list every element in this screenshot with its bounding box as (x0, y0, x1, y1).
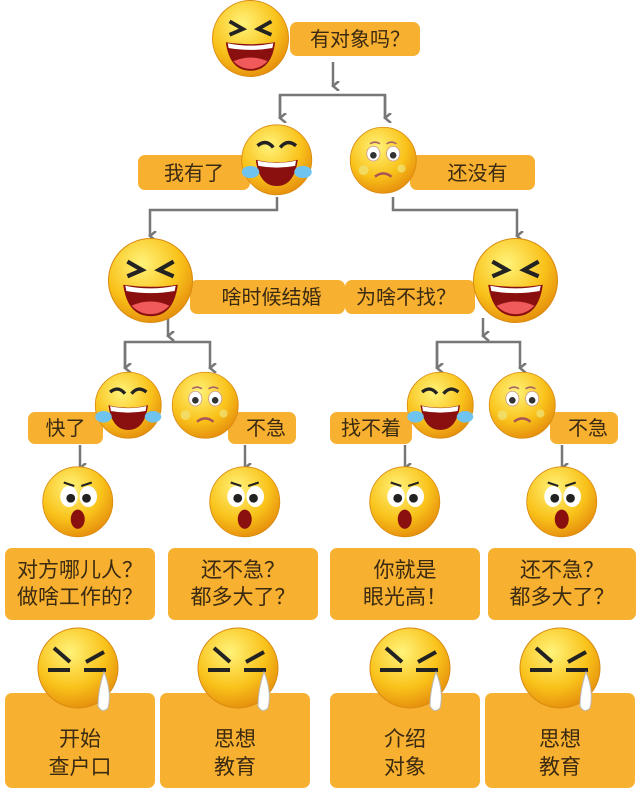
node-label: 思想 教育 (214, 727, 256, 779)
node-label: 快了 (45, 416, 86, 440)
outcome-box-2: 思想 教育 (160, 693, 310, 788)
question-box-when-marry: 啥时候结婚 (190, 280, 345, 314)
answer-box-soon: 快了 (28, 412, 103, 444)
answer-box-no-hurry-left: 不急 (228, 412, 296, 444)
response-box-4: 还不急？ 都多大了？ (488, 548, 636, 620)
node-label: 思想 教育 (539, 727, 581, 779)
node-label: 为啥不找？ (356, 285, 456, 309)
answer-box-no: 还没有 (410, 155, 535, 190)
answer-box-yes: 我有了 (138, 155, 250, 190)
node-label: 还不急？ 都多大了？ (509, 557, 615, 609)
outcome-box-3: 介绍 对象 (330, 693, 480, 788)
node-label: 有对象吗？ (310, 27, 410, 51)
node-label: 啥时候结婚 (221, 285, 322, 309)
laughing-face-icon (203, 0, 298, 90)
tears-of-joy-face-icon (233, 116, 321, 208)
laughing-face-icon (463, 228, 568, 337)
response-box-2: 还不急？ 都多大了？ (168, 548, 318, 620)
response-box-1: 对方哪儿人？ 做啥工作的？ (5, 548, 155, 620)
sweat-face-icon (28, 618, 128, 722)
sad-face-icon (342, 119, 425, 206)
outcome-box-1: 开始 查户口 (5, 693, 155, 788)
response-box-3: 你就是 眼光高！ (330, 548, 480, 620)
sweat-face-icon (360, 618, 460, 722)
node-label: 你就是 眼光高！ (363, 557, 447, 609)
question-box-has-partner: 有对象吗？ (290, 22, 420, 56)
surprised-face-icon (34, 458, 122, 550)
node-label: 我有了 (164, 160, 224, 185)
node-label: 不急 (246, 416, 286, 440)
answer-box-cant-find: 找不着 (330, 412, 412, 444)
sweat-face-icon (188, 618, 288, 722)
node-label: 还不急？ 都多大了？ (190, 557, 296, 609)
tears-of-joy-face-icon (399, 364, 482, 451)
outcome-box-4: 思想 教育 (485, 693, 635, 788)
node-label: 还没有 (447, 160, 508, 185)
tears-of-joy-face-icon (87, 364, 170, 451)
sweat-face-icon (510, 618, 610, 722)
sad-face-icon (164, 364, 247, 451)
surprised-face-icon (361, 458, 449, 550)
node-label: 找不着 (341, 416, 401, 440)
question-box-why-not-look: 为啥不找？ (345, 280, 475, 314)
laughing-face-icon (98, 228, 203, 337)
sad-face-icon (481, 364, 564, 451)
node-label: 介绍 对象 (384, 727, 426, 779)
surprised-face-icon (201, 458, 289, 550)
answer-box-no-hurry-right: 不急 (550, 412, 618, 444)
surprised-face-icon (518, 458, 606, 550)
node-label: 对方哪儿人？ 做啥工作的？ (17, 557, 143, 609)
node-label: 不急 (568, 416, 608, 440)
node-label: 开始 查户口 (48, 727, 112, 779)
